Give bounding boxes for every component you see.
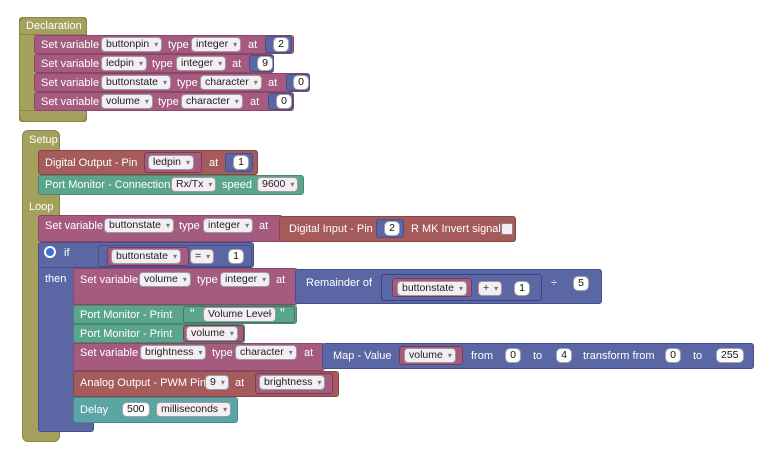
- set-variable-label: Set variable: [80, 274, 139, 286]
- remainder-label: Remainder of: [306, 277, 373, 289]
- type-label: type: [177, 77, 198, 89]
- addition-value-input[interactable]: 1: [514, 281, 530, 296]
- pin-variable-dropdown[interactable]: ledpin: [148, 155, 195, 170]
- to-low-input[interactable]: 0: [665, 348, 681, 363]
- at-label: at: [235, 377, 245, 389]
- variable-name-dropdown[interactable]: buttonpin: [101, 37, 163, 52]
- to-high-input[interactable]: 255: [716, 348, 744, 363]
- set-variable-label: Set variable: [41, 58, 100, 70]
- divide-label: ÷: [551, 277, 558, 289]
- variable-name-dropdown[interactable]: buttonstate: [104, 218, 174, 233]
- value-input[interactable]: 2: [273, 37, 289, 52]
- type-label: type: [158, 96, 179, 108]
- print-text-input[interactable]: Volume Level: [203, 307, 277, 322]
- type-label: type: [179, 220, 200, 232]
- invert-signal-label: R MK Invert signal: [411, 223, 501, 235]
- divisor-input[interactable]: 5: [573, 276, 589, 291]
- port-monitor-print-label: Port Monitor - Print: [80, 328, 173, 340]
- invert-signal-checkbox[interactable]: [501, 223, 513, 235]
- operator-dropdown[interactable]: =: [190, 249, 215, 264]
- port-monitor-print-label: Port Monitor - Print: [80, 309, 173, 321]
- setup-title: Setup: [29, 134, 58, 146]
- type-dropdown[interactable]: character: [200, 75, 262, 90]
- pwm-pin-dropdown[interactable]: 9: [205, 375, 229, 390]
- connection-mode-dropdown[interactable]: Rx/Tx: [171, 177, 217, 192]
- set-variable-label: Set variable: [80, 347, 139, 359]
- speed-dropdown[interactable]: 9600: [257, 177, 299, 192]
- digital-input-label: Digital Input - Pin: [289, 223, 373, 235]
- type-dropdown[interactable]: character: [181, 94, 243, 109]
- at-label: at: [248, 39, 258, 51]
- print-variable-dropdown[interactable]: volume: [186, 326, 238, 341]
- to-label: to: [533, 350, 543, 362]
- digital-output-label: Digital Output - Pin: [45, 157, 138, 169]
- at-label: at: [232, 58, 242, 70]
- analog-output-label: Analog Output - PWM Pin: [80, 377, 206, 389]
- variable-name-dropdown[interactable]: ledpin: [101, 56, 148, 71]
- delay-label: Delay: [80, 404, 109, 416]
- variable-name-dropdown[interactable]: brightness: [140, 345, 207, 360]
- delay-value-input[interactable]: 500: [122, 402, 150, 417]
- at-label: at: [209, 157, 219, 169]
- close-quote-icon: ”: [280, 305, 285, 321]
- at-label: at: [250, 96, 260, 108]
- map-value-label: Map - Value: [333, 350, 392, 362]
- addition-operator-dropdown[interactable]: +: [478, 281, 503, 296]
- value-input[interactable]: 0: [293, 75, 309, 90]
- set-variable-label: Set variable: [41, 77, 100, 89]
- from-low-input[interactable]: 0: [505, 348, 521, 363]
- set-variable-label: Set variable: [41, 39, 100, 51]
- map-value-block[interactable]: [322, 343, 754, 369]
- type-dropdown[interactable]: character: [235, 345, 297, 360]
- value-input[interactable]: 0: [276, 94, 292, 109]
- type-label: type: [152, 58, 173, 70]
- value-input[interactable]: 1: [233, 155, 249, 170]
- type-dropdown[interactable]: integer: [203, 218, 254, 233]
- variable-name-dropdown[interactable]: volume: [139, 272, 191, 287]
- variable-name-dropdown[interactable]: volume: [101, 94, 153, 109]
- transform-from-label: transform from: [583, 350, 655, 362]
- gear-icon[interactable]: [44, 246, 56, 258]
- analog-variable-dropdown[interactable]: brightness: [259, 375, 326, 390]
- speed-label: speed: [222, 179, 252, 191]
- condition-value-input[interactable]: 1: [228, 249, 244, 264]
- type-dropdown[interactable]: integer: [176, 56, 227, 71]
- type-label: type: [212, 347, 233, 359]
- if-label: if: [64, 247, 70, 259]
- open-quote-icon: “: [190, 305, 195, 321]
- port-monitor-connection-label: Port Monitor - Connection: [45, 179, 171, 191]
- variable-name-dropdown[interactable]: buttonstate: [101, 75, 171, 90]
- delay-unit-dropdown[interactable]: milliseconds: [156, 402, 232, 417]
- declaration-title: Declaration: [26, 20, 82, 32]
- from-high-input[interactable]: 4: [556, 348, 572, 363]
- set-variable-label: Set variable: [45, 220, 104, 232]
- to-label: to: [693, 350, 703, 362]
- at-label: at: [276, 274, 286, 286]
- then-label: then: [45, 273, 67, 285]
- declaration-bottom: [19, 110, 87, 122]
- type-dropdown[interactable]: integer: [220, 272, 271, 287]
- set-variable-label: Set variable: [41, 96, 100, 108]
- remainder-variable-dropdown[interactable]: buttonstate: [397, 281, 467, 296]
- type-label: type: [197, 274, 218, 286]
- declaration-header: [19, 17, 87, 35]
- map-variable-dropdown[interactable]: volume: [404, 348, 456, 363]
- type-dropdown[interactable]: integer: [191, 37, 242, 52]
- at-label: at: [268, 77, 278, 89]
- condition-variable-dropdown[interactable]: buttonstate: [111, 249, 181, 264]
- value-input[interactable]: 9: [257, 56, 273, 71]
- from-label: from: [471, 350, 493, 362]
- loop-title: Loop: [29, 201, 54, 213]
- pin-input[interactable]: 2: [384, 221, 400, 236]
- at-label: at: [259, 220, 269, 232]
- type-label: type: [168, 39, 189, 51]
- at-label: at: [304, 347, 314, 359]
